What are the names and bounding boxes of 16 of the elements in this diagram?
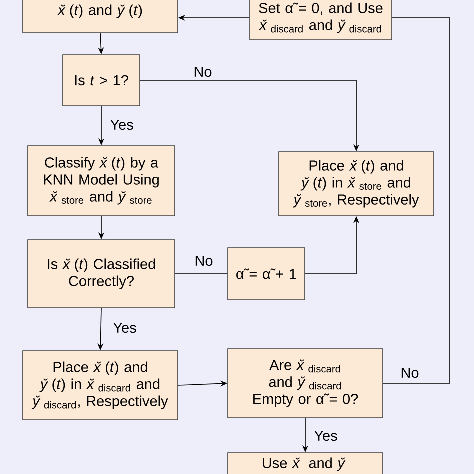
- edge-label: Yes: [313, 430, 339, 442]
- edge-label: No: [400, 366, 420, 380]
- process-box: Is x̆(t) Classified Correctly?: [28, 240, 176, 308]
- process-box: α̃ = α̃ + 1: [228, 248, 306, 300]
- process-box: x̆(t) and y̆(t): [22, 0, 178, 34]
- edge-label: No: [194, 254, 214, 268]
- edge-label: Yes: [109, 118, 135, 132]
- process-box: Are x̆$_{discard}$ and y̆$_{discard}$ Empty or α̃ = 0?: [228, 348, 384, 418]
- process-box: Place x̆(t) and y̆(t) in x̆$_{store}$ and y̆$_{store}$, Respectively: [278, 152, 434, 216]
- process-box: Place x̆(t) and y̆(t) in x̆$_{discard}$ and y̆$_{discard}$, Respectively: [22, 350, 178, 420]
- process-box: Use x̆ and y̆: [228, 452, 384, 474]
- process-box: Is t > 1?: [62, 54, 140, 106]
- process-box: Classify x̆(t) by a KNN Model Using x̆$_{store}$ and y̆$_{store}$: [28, 146, 176, 216]
- process-box: Set α̃ = 0, and Use x̆$_{discard}$ and y̆$_{discard}$: [250, 0, 392, 40]
- edge-label: Yes: [112, 322, 138, 334]
- edge-label: No: [192, 66, 214, 78]
